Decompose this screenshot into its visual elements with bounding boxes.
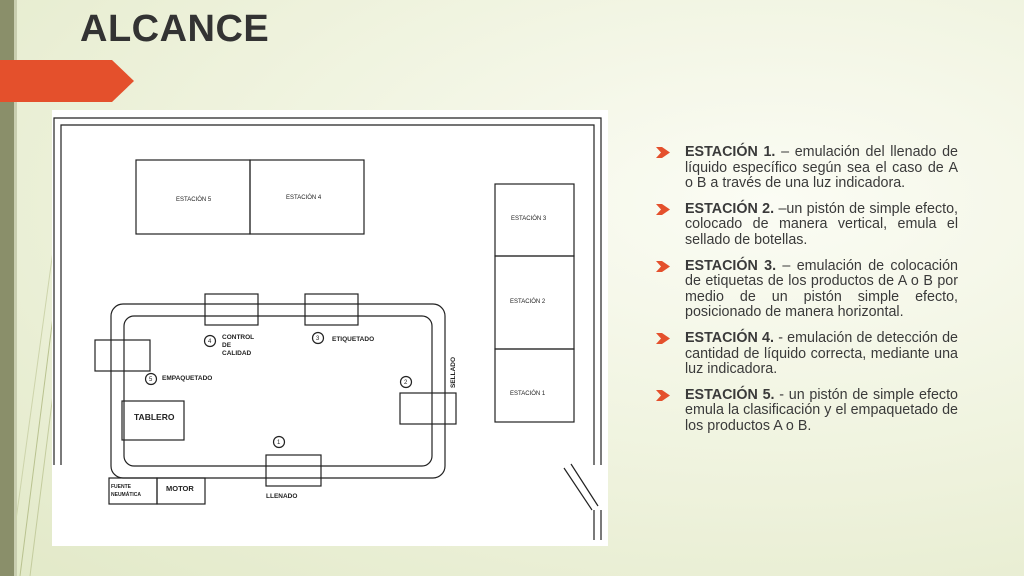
- label-control-line-2: DE: [222, 342, 232, 349]
- arrow-bullet-icon: [656, 147, 670, 158]
- label-sellado: SELLADO: [450, 357, 457, 388]
- bullet-estacion-2: ESTACIÓN 2. –un pistón de simple efecto,…: [656, 200, 958, 249]
- fuente-box: [108, 477, 158, 505]
- bullet-estacion-1: ESTACIÓN 1. – emulación del llenado de l…: [656, 144, 958, 192]
- bullet-3-head: ESTACIÓN 3.: [685, 257, 777, 274]
- station-description-list: ESTACIÓN 1. – emulación del llenado de l…: [656, 144, 959, 445]
- bullet-2-text: –un pistón de simple efecto, colocado de…: [685, 200, 958, 248]
- bullet-estacion-4: ESTACIÓN 4. - emulación de detección de …: [656, 329, 959, 378]
- station-2-label: ESTACIÓN 2: [510, 298, 546, 305]
- actuator-sellado: [399, 392, 457, 425]
- bullet-estacion-5: ESTACIÓN 5. - un pistón de simple efecto…: [656, 386, 958, 435]
- point-3-number: 3: [316, 336, 320, 342]
- actuator-empaquetado: [94, 339, 151, 372]
- station-5-label: ESTACIÓN 5: [176, 196, 212, 203]
- point-2-number: 2: [404, 380, 408, 386]
- point-1-circle: [272, 435, 286, 449]
- title-accent-tab: [0, 60, 134, 102]
- door-leaf: [563, 463, 599, 511]
- point-3-circle: [311, 331, 325, 345]
- arrow-bullet-icon: [656, 389, 670, 401]
- layout-diagram: ESTACIÓN 5 ESTACIÓN 4 ESTACIÓN 3 ESTACIÓ…: [52, 110, 608, 546]
- label-etiquetado: ETIQUETADO: [332, 336, 374, 343]
- room-wall-outer: [53, 117, 602, 465]
- station-4-label: ESTACIÓN 4: [286, 194, 322, 201]
- label-empaquetado: EMPAQUETADO: [162, 375, 212, 382]
- point-4-circle: [203, 334, 217, 348]
- point-1-number: 1: [277, 440, 281, 446]
- bullet-1-text: – emulación del llenado de líquido espec…: [685, 144, 958, 192]
- label-fuente-line-1: FUENTE: [111, 484, 132, 490]
- point-5-circle: [144, 372, 158, 386]
- station-1-box: [494, 348, 575, 423]
- actuator-llenado: [265, 454, 322, 487]
- bullet-5-text: - un pistón de simple efecto emula la cl…: [685, 386, 958, 434]
- conveyor-inner: [123, 315, 433, 467]
- bullet-2-head: ESTACIÓN 2.: [685, 200, 775, 217]
- actuator-etiquetado: [304, 293, 359, 326]
- label-motor: MOTOR: [166, 484, 194, 493]
- room-wall-inner: [60, 124, 595, 465]
- bullet-5-head: ESTACIÓN 5.: [685, 386, 775, 403]
- label-control-line-1: CONTROL: [222, 334, 254, 341]
- bullet-4-text: - emulación de detección de cantidad de …: [685, 329, 959, 378]
- label-fuente-line-2: NEUMÁTICA: [111, 491, 141, 498]
- station-4-box: [249, 159, 365, 235]
- arrow-bullet-icon: [656, 260, 670, 272]
- motor-box: [156, 477, 206, 505]
- actuator-control: [204, 293, 259, 326]
- arrow-bullet-icon: [656, 203, 670, 215]
- label-tablero: TABLERO: [134, 412, 175, 422]
- left-decorative-bar: [0, 0, 14, 576]
- bullet-4-head: ESTACIÓN 4.: [685, 329, 774, 346]
- conveyor-outer: [110, 303, 446, 479]
- arrow-bullet-icon: [656, 332, 670, 344]
- station-3-label: ESTACIÓN 3: [511, 215, 547, 222]
- bullet-1-head: ESTACIÓN 1.: [685, 144, 776, 160]
- station-1-label: ESTACIÓN 1: [510, 390, 546, 397]
- label-control-line-3: CALIDAD: [222, 350, 252, 357]
- left-bar-shadow: [14, 0, 17, 576]
- bullet-estacion-3: ESTACIÓN 3. – emulación de colocación de…: [656, 257, 958, 321]
- point-2-circle: [399, 375, 413, 389]
- tablero-box: [121, 400, 185, 441]
- slide-title: ALCANCE: [80, 8, 270, 50]
- label-llenado: LLENADO: [266, 493, 297, 500]
- point-4-number: 4: [208, 339, 212, 345]
- point-5-number: 5: [149, 377, 153, 383]
- bullet-3-text: – emulación de colocación de etiquetas d…: [685, 257, 958, 321]
